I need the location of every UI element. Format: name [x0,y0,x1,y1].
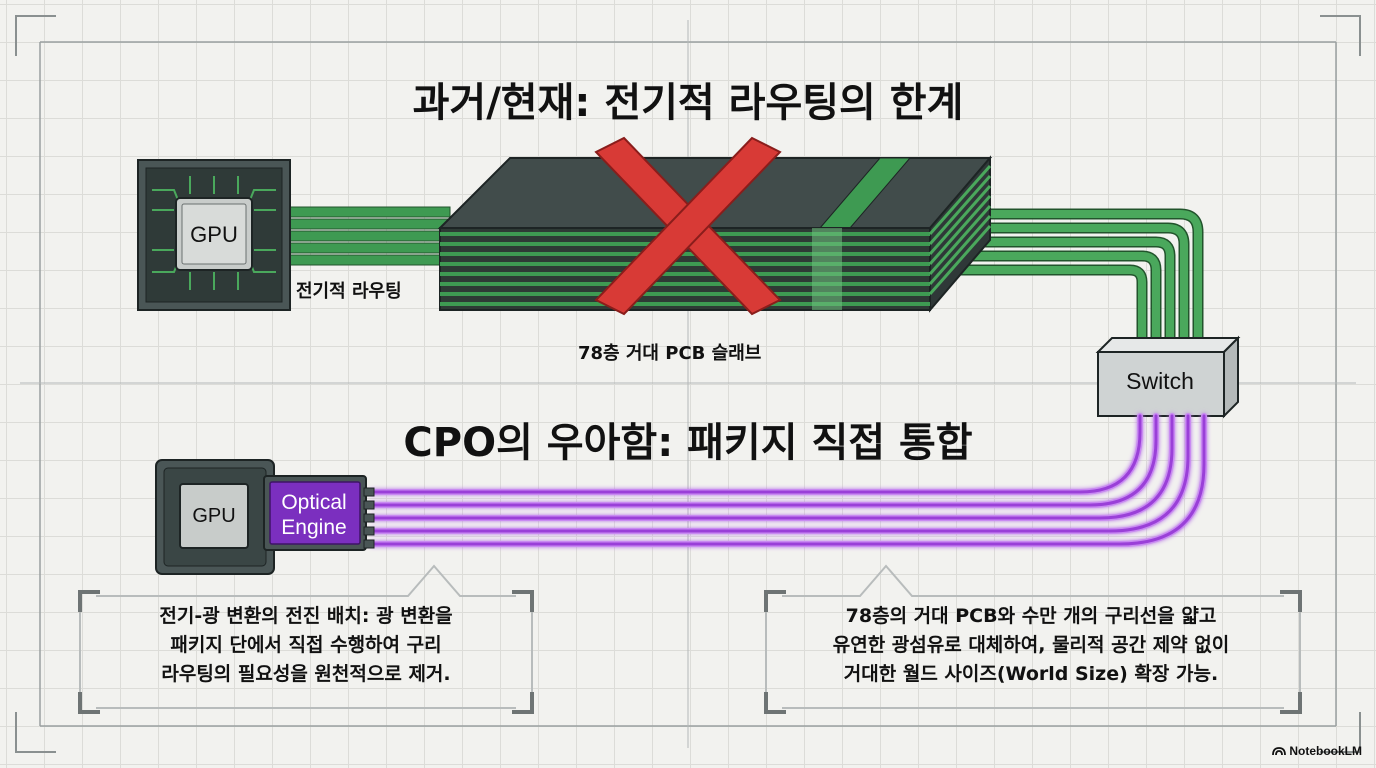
callout-left-line: 전기-광 변환의 전진 배치: 광 변환을 [159,605,453,627]
switch-box [1095,335,1241,419]
title-electrical-routing-limits: 과거/현재: 전기적 라우팅의 한계 [412,80,964,126]
callout-right-line: 유연한 광섬유로 대체하여, 물리적 공간 제약 없이 [832,634,1230,656]
callout-left-line: 패키지 단에서 직접 수행하여 구리 [170,634,442,656]
callout-frame-right [764,564,1302,714]
optical-engine-line2: Engine [281,516,347,539]
title-cpo-elegance: CPO의 우아함: 패키지 직접 통합 [403,420,973,466]
optical-engine-label: Optical Engine [268,490,360,540]
optical-fibers [369,413,1207,547]
callout-right-line: 78층의 거대 PCB와 수만 개의 구리선을 얇고 [845,605,1217,627]
red-cross-icon [594,136,782,316]
callout-frame-left [78,564,534,714]
callout-left-line: 라우팅의 필요성을 원천적으로 제거. [161,663,451,685]
callout-right-line: 거대한 월드 사이즈(World Size) 확장 가능. [843,663,1219,685]
gpu-bottom-label: GPU [192,505,236,527]
copper-traces-gpu-to-pcb [289,206,451,266]
copper-traces-pcb-to-switch [940,208,1204,342]
gpu-chip-top [137,159,291,311]
notebooklm-logo-icon [1272,747,1286,756]
gpu-top-label: GPU [190,222,238,247]
callout-right: 78층의 거대 PCB와 수만 개의 구리선을 얇고 유연한 광섬유로 대체하여… [766,602,1296,689]
optical-engine-line1: Optical [281,491,347,514]
label-pcb-slab: 78층 거대 PCB 슬래브 [578,343,762,364]
switch-label: Switch [1126,368,1194,394]
blueprint-frame [15,15,1361,753]
notebooklm-watermark: NotebookLM [1272,744,1362,758]
label-electrical-routing: 전기적 라우팅 [296,281,402,302]
brand-name: NotebookLM [1289,744,1362,758]
cpo-package [155,459,375,575]
callout-left: 전기-광 변환의 전진 배치: 광 변환을 패키지 단에서 직접 수행하여 구리… [86,602,526,689]
